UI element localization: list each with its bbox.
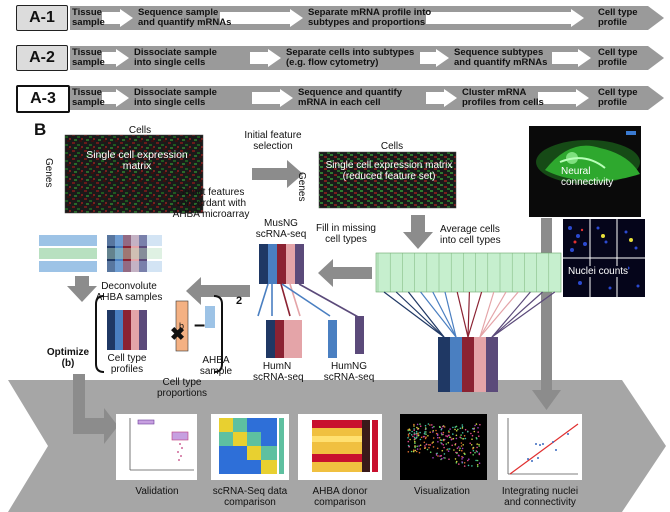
averaging-line xyxy=(491,291,531,338)
arrow-icon xyxy=(73,374,118,444)
row-label-a3: A-3 xyxy=(16,85,70,113)
arrow-icon xyxy=(420,49,449,67)
averaging-line xyxy=(479,291,507,338)
averaging-line xyxy=(395,291,445,338)
b-symbol: b xyxy=(179,321,185,331)
arrow-icon xyxy=(318,259,372,287)
selected-feature-matrix xyxy=(39,235,162,272)
averaging-line xyxy=(491,291,556,338)
initial-feature-label: Initial feature selection xyxy=(244,130,302,152)
arrow-icon xyxy=(532,390,561,410)
cell-type-profiles-label: Cell type profiles xyxy=(107,353,147,375)
averaging-line xyxy=(432,291,457,338)
step-text: Tissue sample xyxy=(72,47,105,68)
step-text: Cluster mRNA profiles from cells xyxy=(462,87,544,108)
step-text: Sequence and quantify mRNA in each cell xyxy=(298,87,402,108)
arrow-icon xyxy=(538,89,589,107)
step-text: Sequence sample and quantify mRNAs xyxy=(138,7,232,28)
matrix1-title: Single cell expression matrix xyxy=(86,149,188,172)
output-label-validation: Validation xyxy=(135,486,179,497)
cell-averaging-panel xyxy=(375,252,562,392)
step-text: Cell type profile xyxy=(598,47,638,68)
humn-label: HumN scRNA-seq xyxy=(253,361,304,383)
output-label-ahba: AHBA donor comparison xyxy=(312,486,368,508)
average-cells-label: Average cells into cell types xyxy=(440,224,501,246)
humng-label: HumNG scRNA-seq xyxy=(323,361,375,383)
matrix2-title: Single cell expression matrix (reduced f… xyxy=(325,160,453,182)
scrna-comparison-thumbnail xyxy=(211,414,289,480)
step-text: Separate mRNA profile into subtypes and … xyxy=(308,7,432,28)
averaging-line xyxy=(407,291,445,338)
arrow-icon xyxy=(102,49,129,67)
musng-label: MusNG scRNA-seq xyxy=(255,218,307,240)
validation-thumbnail xyxy=(116,414,197,480)
expression-matrix-reduced xyxy=(318,151,457,209)
arrow-icon xyxy=(67,276,97,302)
arrow-icon xyxy=(250,49,281,67)
optimize-label: Optimize (b) xyxy=(46,347,90,369)
arrow-icon xyxy=(252,160,303,188)
arrow-icon xyxy=(426,89,457,107)
select-features-label: Select features concordant with AHBA mic… xyxy=(172,187,250,220)
step-text: Separate cells into subtypes (e.g. flow … xyxy=(286,47,415,68)
matrix1-rows-label: Genes xyxy=(43,158,54,188)
integration-thumbnail xyxy=(498,414,582,480)
averaging-line xyxy=(491,291,543,338)
process-band-a2 xyxy=(70,46,664,70)
step-text: Sequence subtypes and quantify mRNAs xyxy=(454,47,548,68)
row-label-a1: A-1 xyxy=(16,5,68,31)
ahba-sample-label: AHBA sample xyxy=(199,355,233,377)
step-text: Tissue sample xyxy=(72,7,105,28)
step-text: Tissue sample xyxy=(72,87,105,108)
step-text: Dissociate sample into single cells xyxy=(134,47,217,68)
matrix2-cols-label: Cells xyxy=(380,141,404,152)
humn-profile xyxy=(266,320,302,358)
neural-connectivity-label: Neural connectivity xyxy=(561,166,614,188)
arrow-icon xyxy=(220,9,303,27)
arrow-icon xyxy=(252,89,293,107)
visualization-thumbnail xyxy=(400,414,487,480)
arrow-icon xyxy=(541,218,552,390)
musng-profile xyxy=(259,244,304,284)
averaging-line xyxy=(479,291,495,338)
nuclei-counts-label: Nuclei counts xyxy=(568,266,629,277)
averaging-line xyxy=(444,291,457,338)
humng-profile xyxy=(328,316,364,358)
row-label-a2: A-2 xyxy=(16,45,68,71)
step-text: Dissociate sample into single cells xyxy=(134,87,217,108)
averaging-line xyxy=(420,291,457,338)
output-label-visualization: Visualization xyxy=(414,486,470,497)
averaging-line xyxy=(383,291,445,338)
panel-a-arrows xyxy=(70,6,664,110)
matrix2-rows-label: Genes xyxy=(296,172,307,202)
arrow-icon xyxy=(403,215,433,249)
arrow-icon xyxy=(426,9,584,27)
minus-icon: – xyxy=(194,314,205,336)
averaging-line xyxy=(467,291,470,338)
averaging-line xyxy=(467,291,483,338)
panel-b-label: B xyxy=(34,120,47,139)
arrow-icon xyxy=(186,277,250,305)
deconvolute-label: Deconvolute AHBA samples xyxy=(95,281,163,303)
exponent-label: 2 xyxy=(236,295,243,307)
step-text: Cell type profile xyxy=(598,87,638,108)
step-text: Cell type profile xyxy=(598,7,638,28)
ahba-donor-thumbnail xyxy=(298,414,382,480)
process-band-a3 xyxy=(70,86,664,110)
arrow-icon xyxy=(552,49,591,67)
output-label-integration: Integrating nuclei and connectivity xyxy=(501,486,579,508)
cell-type-proportions-label: Cell type proportions xyxy=(156,377,208,399)
expression-matrix-full xyxy=(64,134,204,214)
arrow-icon xyxy=(102,9,133,27)
fill-missing-label: Fill in missing cell types xyxy=(315,223,376,245)
optimization-formula xyxy=(95,295,223,373)
output-label-scrna: scRNA-Seq data comparison xyxy=(212,486,288,508)
averaging-line xyxy=(456,291,469,338)
multiply-icon: ✖ xyxy=(170,324,185,344)
averaging-line xyxy=(479,291,519,338)
arrow-icon xyxy=(102,89,129,107)
matrix1-cols-label: Cells xyxy=(128,125,152,136)
